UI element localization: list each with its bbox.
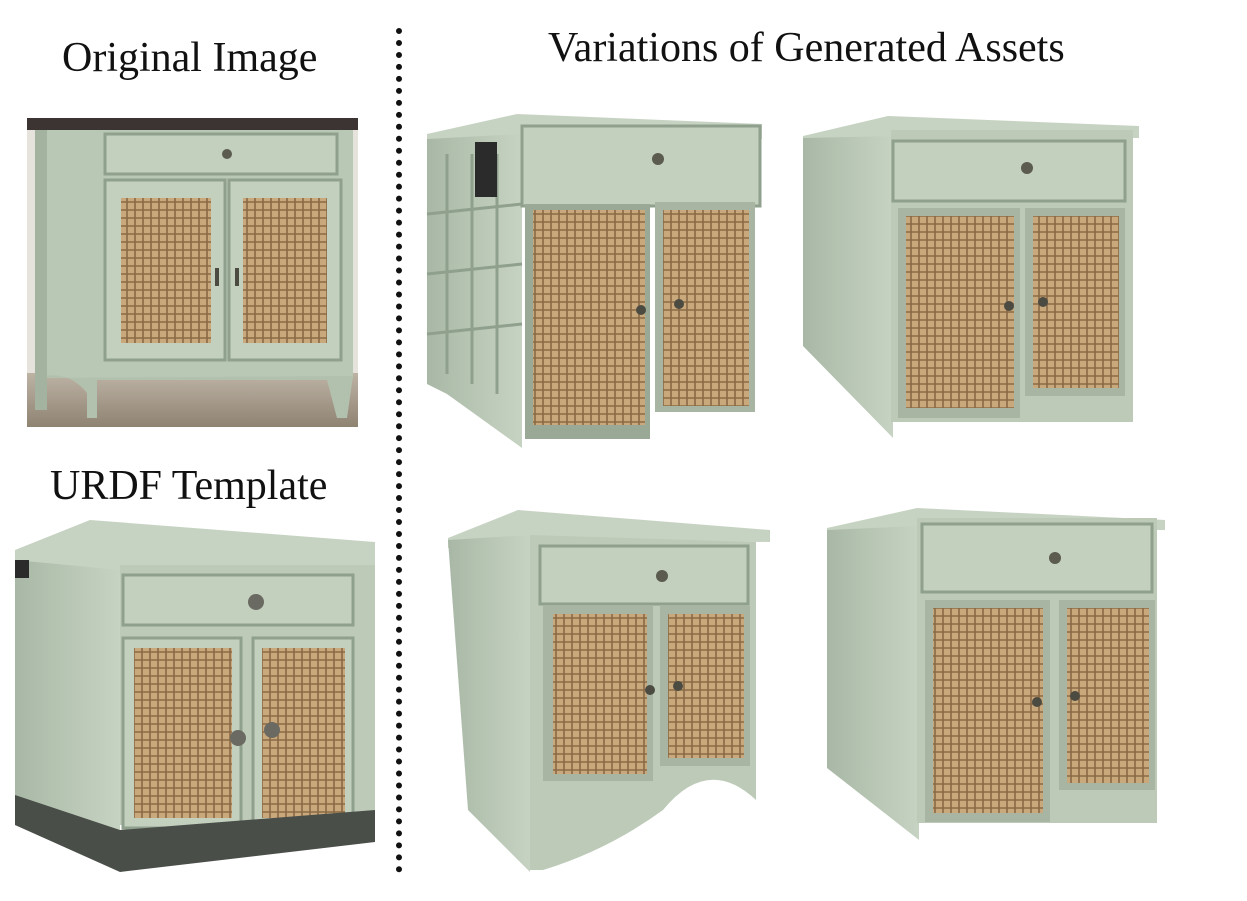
variation-2-render xyxy=(803,116,1139,438)
original-image-title: Original Image xyxy=(62,35,318,81)
original-image xyxy=(27,118,358,427)
variation-4-render xyxy=(827,508,1165,840)
variation-3-render xyxy=(448,510,770,872)
urdf-template-render xyxy=(15,520,375,872)
urdf-template-title: URDF Template xyxy=(50,463,328,509)
variations-title: Variations of Generated Assets xyxy=(548,25,1065,71)
dotted-divider xyxy=(396,28,402,873)
variation-1-render xyxy=(426,114,762,448)
